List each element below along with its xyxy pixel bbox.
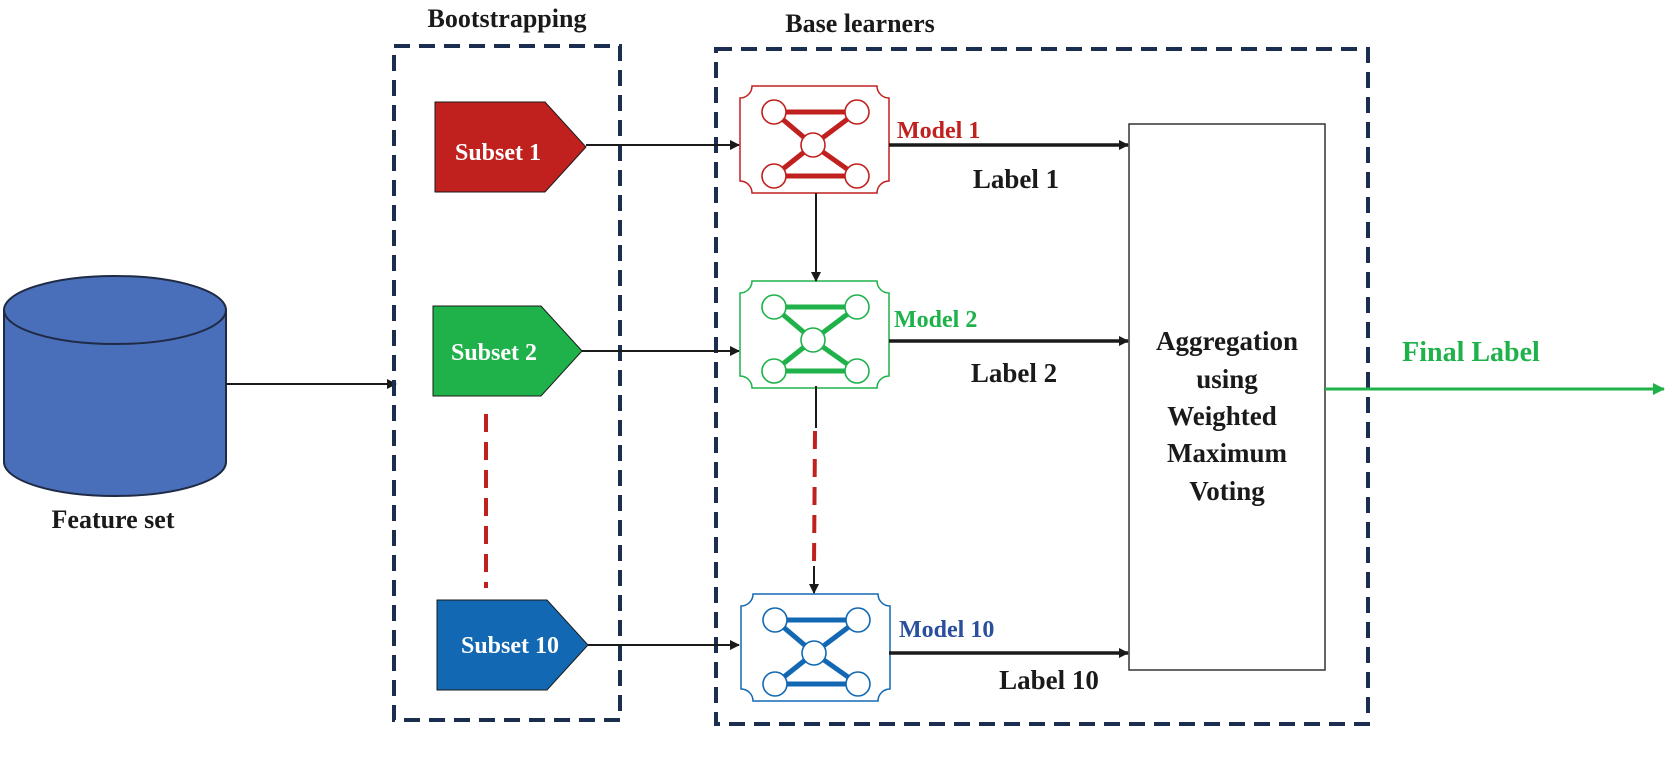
- model-node: [761, 99, 787, 125]
- subset-2: Subset 2: [432, 305, 583, 397]
- model-node: [844, 99, 870, 125]
- model-node: [761, 294, 787, 320]
- model-node: [844, 358, 870, 384]
- model-node: [844, 294, 870, 320]
- label-2-text: Label 2: [971, 358, 1057, 388]
- subset-1-label: Subset 1: [455, 140, 541, 166]
- model-node: [844, 163, 870, 189]
- bootstrapping-box: [392, 44, 622, 722]
- cylinder-body: [3, 310, 227, 497]
- model-node: [800, 132, 826, 158]
- label-1-text: Label 1: [973, 164, 1059, 194]
- model-node: [801, 640, 827, 666]
- model-2-icon: [739, 280, 890, 389]
- model-2-label: Model 2: [894, 307, 977, 333]
- model-node: [762, 607, 788, 633]
- subset-1-shape: [434, 101, 587, 193]
- model-1-icon: [739, 85, 890, 194]
- aggregation-line-5: Voting: [1189, 476, 1265, 506]
- model-node: [761, 163, 787, 189]
- model-10-icon: [740, 593, 891, 702]
- final-label-text: Final Label: [1402, 337, 1540, 368]
- bootstrapping-title: Bootstrapping: [428, 4, 587, 33]
- aggregation-line-2: using: [1196, 364, 1258, 394]
- models-layer: [739, 85, 891, 702]
- aggregation-line-4: Maximum: [1167, 438, 1287, 468]
- model-node: [761, 358, 787, 384]
- model-node: [800, 327, 826, 353]
- aggregation-line-1: Aggregation: [1156, 326, 1298, 356]
- cylinder-top: [3, 275, 227, 345]
- subset-2-label: Subset 2: [451, 340, 537, 366]
- subset-10-label: Subset 10: [461, 633, 559, 659]
- aggregation-text: Aggregation using Weighted Maximum Votin…: [1156, 326, 1298, 506]
- base-learners-title: Base learners: [785, 9, 934, 38]
- label-10-text: Label 10: [999, 665, 1099, 695]
- base-learners-box: [714, 47, 1370, 726]
- subset-10-shape: [436, 599, 589, 691]
- model-ellipsis: [812, 430, 817, 567]
- subset-1: Subset 1: [434, 101, 587, 193]
- model-1-label: Model 1: [897, 118, 980, 144]
- subset-2-shape: [432, 305, 583, 397]
- aggregation-line-3: Weighted: [1167, 401, 1277, 431]
- aggregation-box: [1128, 123, 1326, 671]
- feature-set-cylinder: [3, 275, 227, 497]
- model-node: [845, 671, 871, 697]
- subset-10: Subset 10: [436, 599, 589, 691]
- model-node: [762, 671, 788, 697]
- model-node: [845, 607, 871, 633]
- model-10-label: Model 10: [899, 617, 994, 643]
- feature-set-label: Feature set: [52, 505, 175, 534]
